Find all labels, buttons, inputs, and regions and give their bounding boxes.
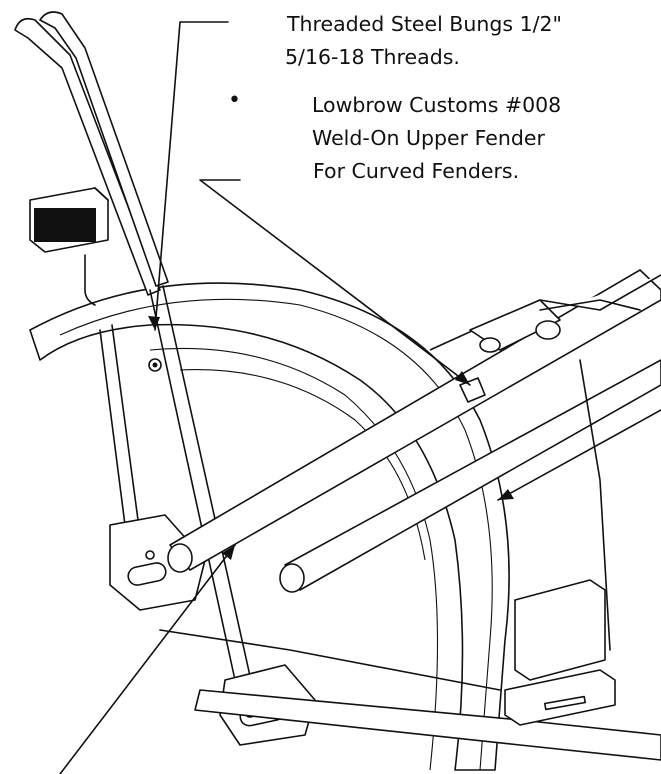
- part-callout-line1: Lowbrow Customs #008: [312, 93, 562, 117]
- bullet-marker: •: [228, 88, 241, 113]
- bung-callout-line1: Threaded Steel Bungs 1/2": [287, 12, 562, 36]
- part-callout-line3: For Curved Fenders.: [313, 159, 520, 183]
- leader-lines: [59, 21, 661, 774]
- battery-box: [504, 579, 616, 726]
- bung-callout-line2: 5/16-18 Threads.: [285, 45, 460, 69]
- part-callout-line2: Weld-On Upper Fender: [312, 126, 545, 150]
- sissy-bar: [14, 11, 251, 681]
- tail-light: [29, 187, 109, 306]
- mount-points: [148, 358, 486, 403]
- frame-tubes: [159, 269, 661, 761]
